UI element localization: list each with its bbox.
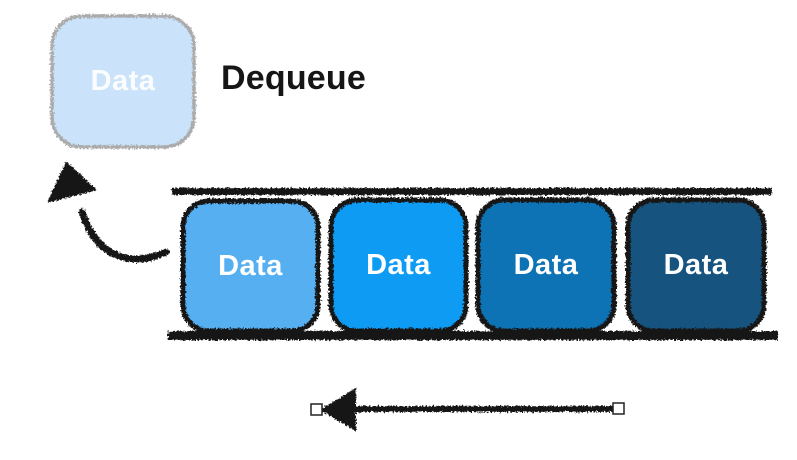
queue-bottom-rail bbox=[168, 331, 778, 340]
arrow-endpoint-handle-right[interactable] bbox=[612, 402, 625, 415]
queue-box-1-label: Data bbox=[218, 249, 283, 282]
curved-up-left-arrow-icon bbox=[47, 161, 170, 263]
arrow-endpoint-handle-left[interactable] bbox=[310, 403, 323, 416]
queue-box-2-label: Data bbox=[366, 249, 431, 281]
queue-box-3-label: Data bbox=[513, 249, 579, 281]
dequeued-box-label: Data bbox=[90, 65, 156, 97]
dequeued-box bbox=[50, 14, 196, 149]
page-title: Dequeue bbox=[221, 59, 366, 97]
queue-top-rail bbox=[172, 188, 772, 195]
queue-box-4 bbox=[625, 197, 767, 334]
queue-box-4-label: Data bbox=[663, 249, 729, 281]
left-arrow-icon bbox=[320, 388, 614, 431]
queue-box-3 bbox=[475, 197, 617, 334]
queue-box-2 bbox=[328, 197, 469, 334]
queue-box-1 bbox=[180, 198, 321, 334]
